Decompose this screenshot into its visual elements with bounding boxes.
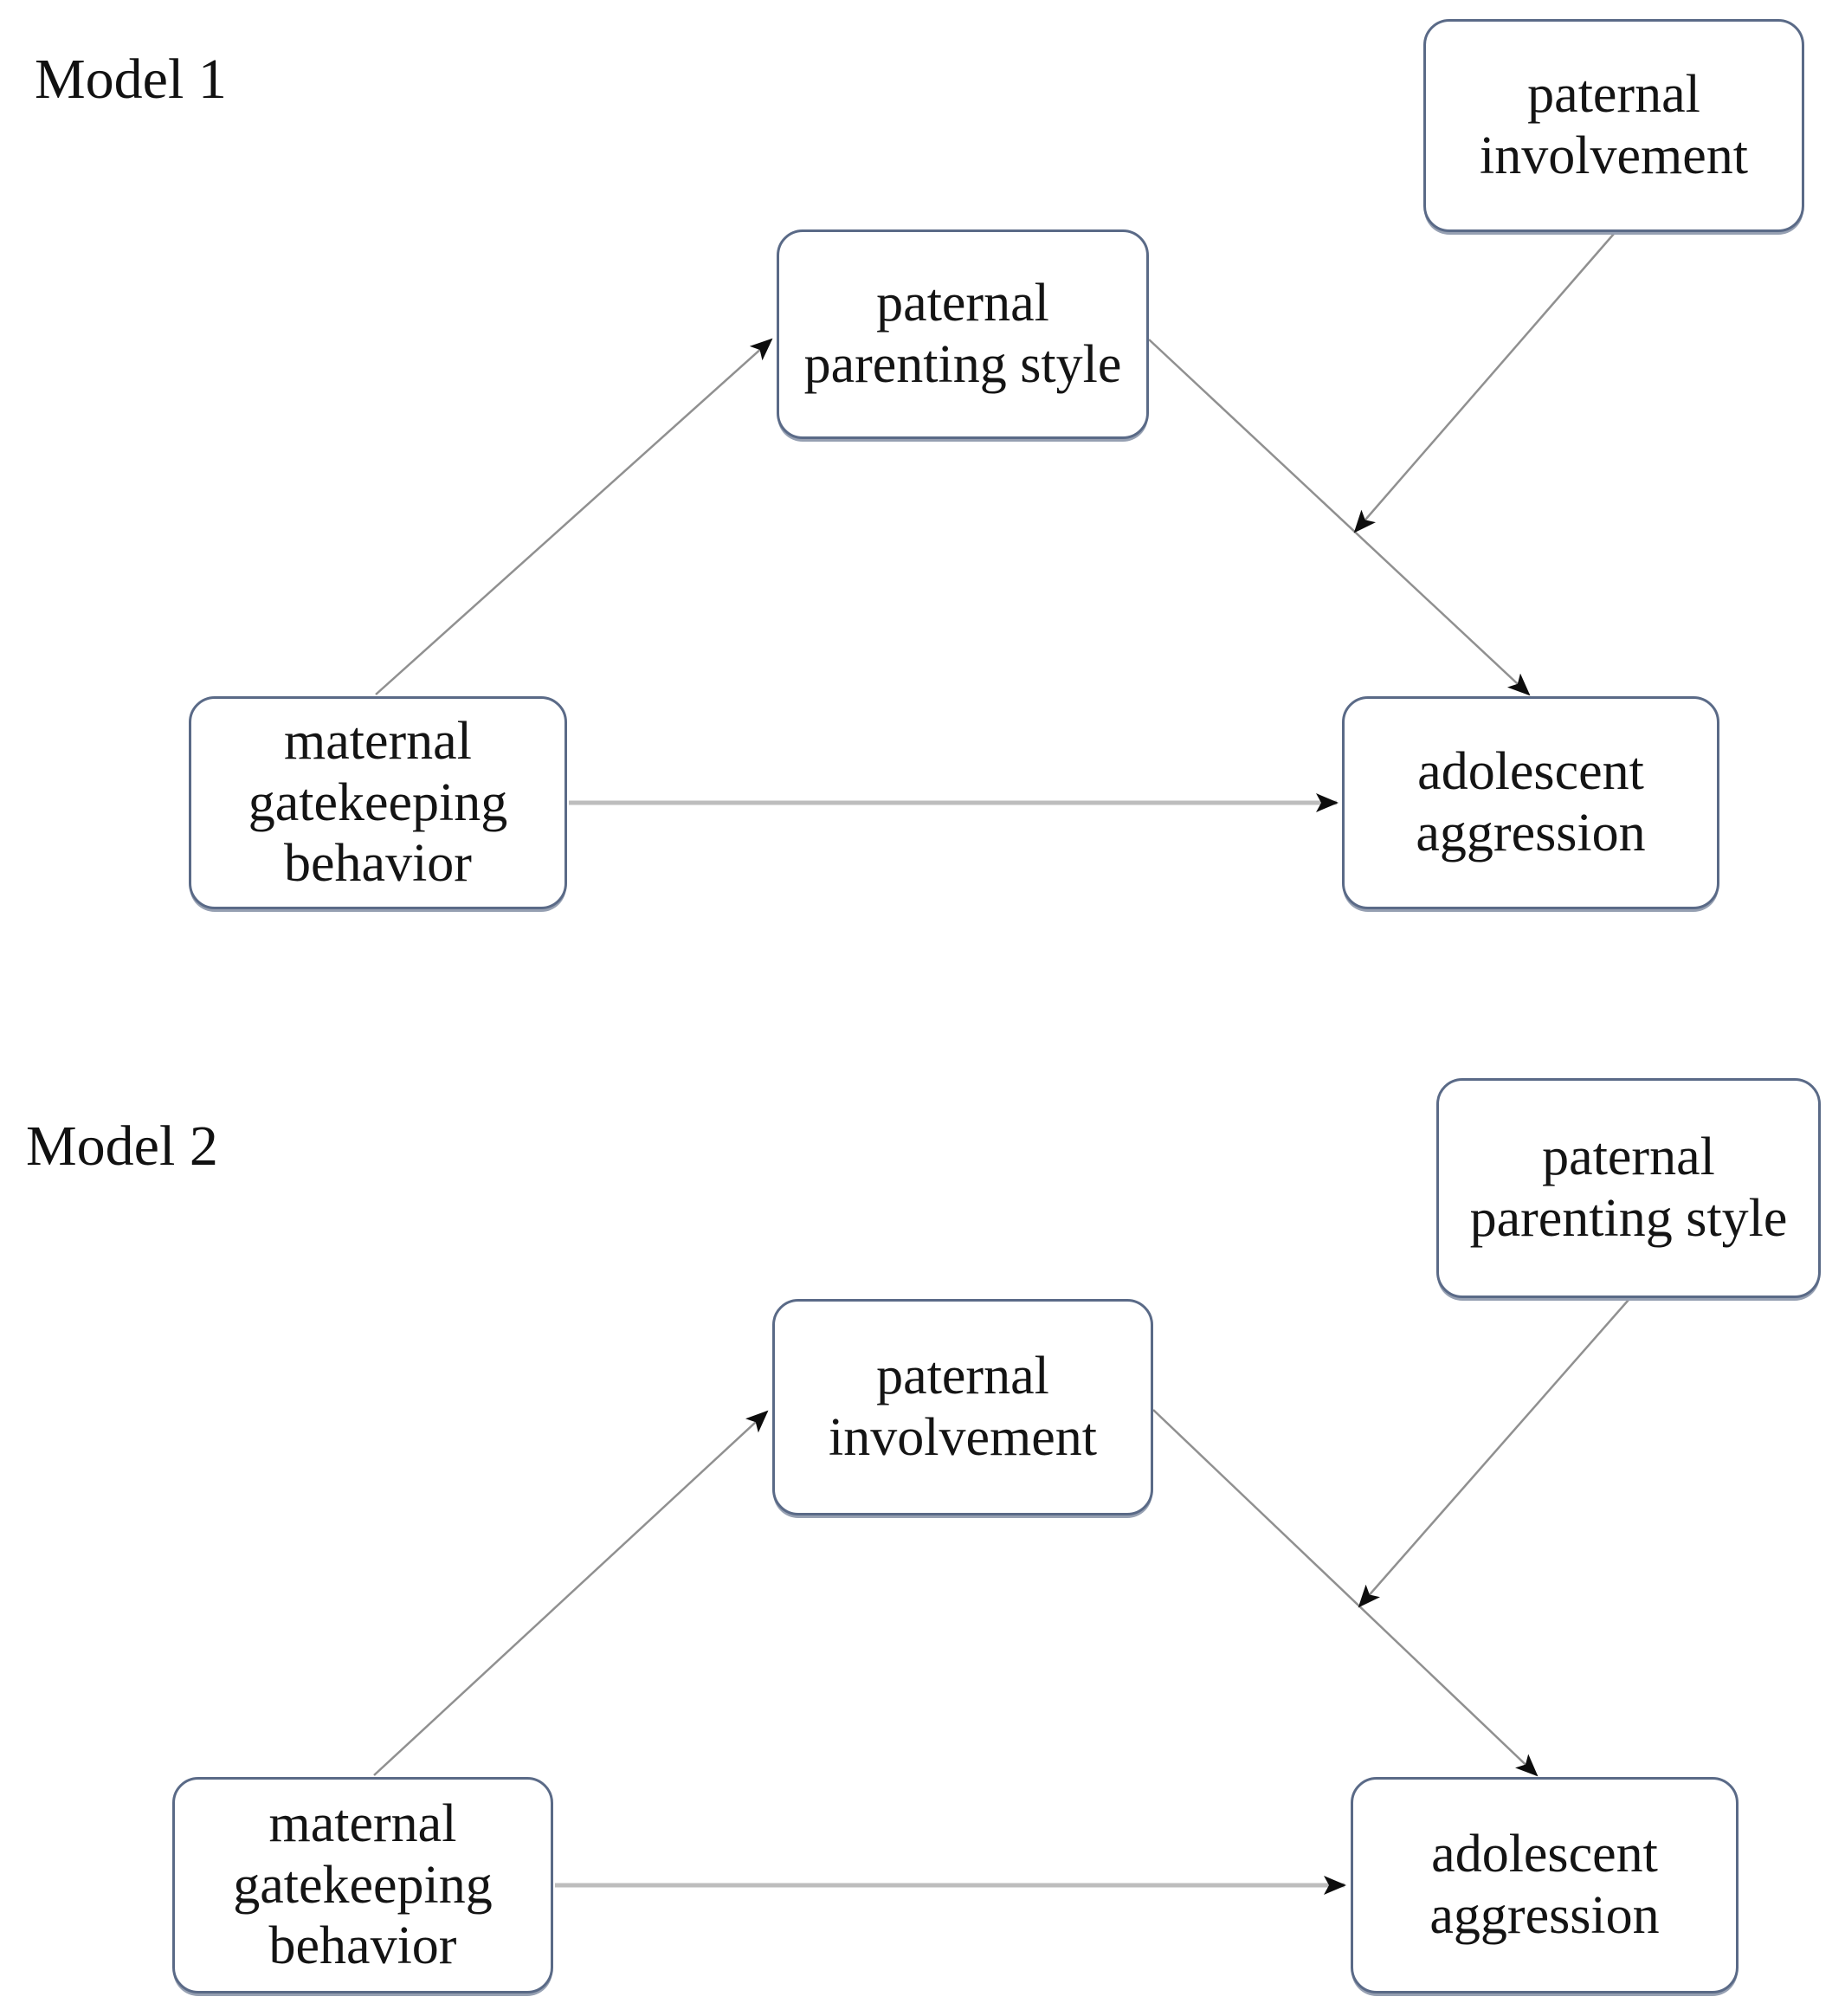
model1-moderator-box: paternal involvement (1423, 19, 1804, 232)
model2-mediator-box: paternal involvement (772, 1299, 1153, 1515)
model1-line-mediator-to-outcome (1148, 339, 1531, 696)
model2-arrow-predictor-to-mediator (373, 1410, 769, 1776)
model2-moderation-arrow (1358, 1299, 1629, 1608)
model2-moderator-box: paternal parenting style (1436, 1078, 1821, 1298)
model2-predictor-label: maternal gatekeeping behavior (233, 1793, 493, 1976)
model2-line-mediator-to-outcome (1152, 1409, 1539, 1777)
model2-paths (373, 1299, 1629, 1895)
model2-predictor-box: maternal gatekeeping behavior (172, 1777, 553, 1993)
model1-mediator-box: paternal parenting style (777, 229, 1149, 439)
model1-arrow-predictor-to-mediator (375, 338, 773, 695)
model2-title: Model 2 (26, 1115, 218, 1178)
model1-title: Model 1 (35, 48, 227, 111)
model2-outcome-box: adolescent aggression (1351, 1777, 1739, 1993)
model1-moderator-label: paternal involvement (1480, 65, 1748, 185)
model1-outcome-label: adolescent aggression (1416, 742, 1646, 863)
model1-paths (375, 233, 1615, 812)
model2-moderator-label: paternal parenting style (1469, 1128, 1788, 1248)
model1-outcome-box: adolescent aggression (1342, 696, 1719, 909)
model2-outcome-label: adolescent aggression (1429, 1825, 1660, 1945)
model1-predictor-label: maternal gatekeeping behavior (248, 711, 508, 894)
model1-predictor-box: maternal gatekeeping behavior (189, 696, 567, 909)
model1-moderation-arrow (1353, 233, 1615, 533)
model2-mediator-label: paternal involvement (829, 1347, 1097, 1467)
model1-mediator-label: paternal parenting style (803, 274, 1122, 394)
